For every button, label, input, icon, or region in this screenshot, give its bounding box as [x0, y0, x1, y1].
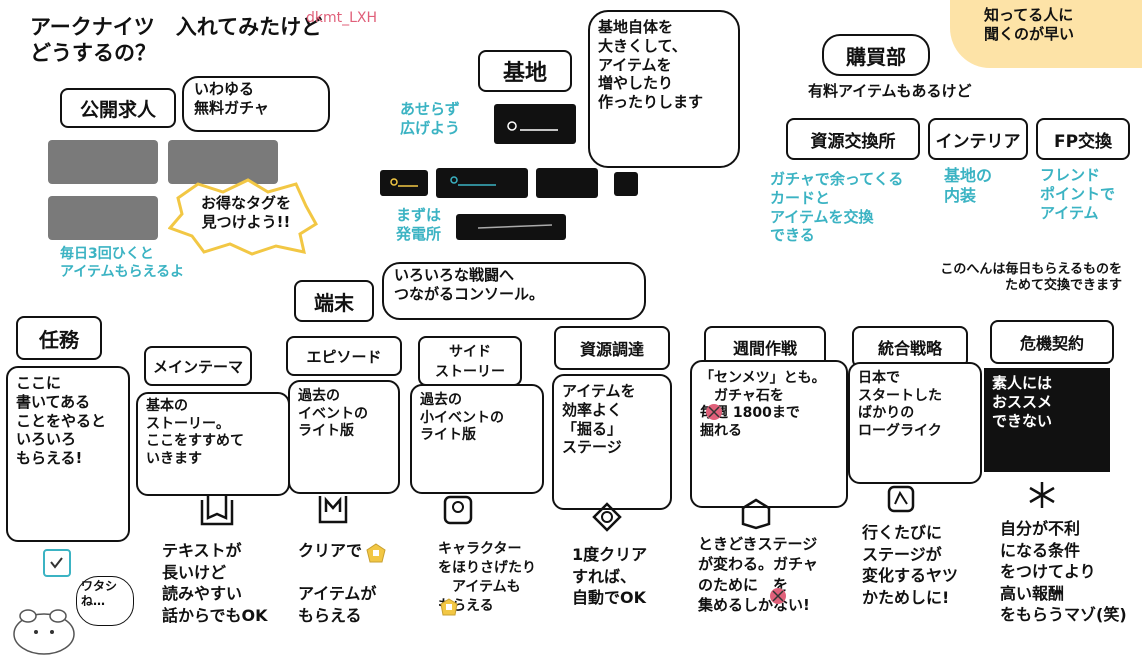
recruit-star-note: お得なタグを 見つけよう!! — [200, 194, 291, 231]
missions-panel[interactable]: ここに 書いてある ことをやると いろいろ もらえる! — [6, 366, 130, 542]
page-title: アークナイツ 入れてみたけど どうするの？ — [30, 15, 323, 66]
base-room-main[interactable] — [494, 104, 576, 144]
recruit-slot-3[interactable] — [48, 196, 158, 240]
orundum-red-icon — [706, 404, 722, 420]
mascot-speech: ワタシ ね… — [76, 576, 134, 626]
shop-exchange-desc: ガチャで余ってくる カードと アイテムを交換 できる — [770, 170, 904, 245]
mode-caption-resource: 1度クリア すれば、 自動でOK — [572, 545, 648, 608]
shop-tab-interior[interactable]: インテリア — [928, 118, 1028, 160]
episode-icon — [318, 496, 348, 524]
mode-caption-weekly: ときどきステージ が変わる。ガチャ のために を 集めるしかない! — [698, 535, 818, 614]
mode-desc-integrated[interactable]: 日本で スタートした ばかりの ローグライク — [848, 362, 982, 484]
contingency-icon — [1029, 482, 1055, 508]
shop-interior-desc: 基地の 内装 — [944, 166, 993, 205]
mode-caption-episode: クリアで アイテムが もらえる — [298, 541, 377, 625]
weekly-icon — [741, 498, 771, 530]
recruit-footer: 毎日3回ひくと アイテムもらえるよ — [60, 246, 185, 280]
shop-label[interactable]: 購買部 — [822, 34, 930, 76]
base-room-3[interactable] — [536, 168, 598, 198]
mode-label-resource[interactable]: 資源調達 — [554, 326, 670, 370]
mode-desc-resource[interactable]: アイテムを 効率よく 「掘る」 ステージ — [552, 374, 672, 510]
base-room-5[interactable] — [456, 214, 566, 240]
base-bubble: 基地自体を 大きくして、 アイテムを 増やしたり 作ったりします — [588, 10, 740, 168]
mode-caption-integrated: 行くたびに ステージが 変化するヤツ かためしに! — [862, 523, 959, 607]
starburst-icon — [168, 178, 318, 256]
base-room-4[interactable] — [614, 172, 638, 196]
base-label[interactable]: 基地 — [478, 50, 572, 92]
orundum-icon — [440, 598, 458, 616]
mode-desc-main[interactable]: 基本の ストーリー。 ここをすすめて いきます — [136, 392, 290, 496]
corner-note: 知ってる人に 聞くのが早い — [950, 0, 1142, 68]
checklist-icon — [43, 549, 71, 577]
terminal-bubble: いろいろな戦闘へ つながるコンソール。 — [382, 262, 646, 320]
mode-label-episode[interactable]: エピソード — [286, 336, 402, 376]
mode-desc-side[interactable]: 過去の 小イベントの ライト版 — [410, 384, 544, 494]
mode-label-contingency[interactable]: 危機契約 — [990, 320, 1114, 364]
mode-label-integrated[interactable]: 統合戦略 — [852, 326, 968, 368]
mode-desc-weekly[interactable]: 「センメツ」とも。 ガチャ石を 毎週 1800まで 掘れる — [690, 360, 848, 508]
terminal-label[interactable]: 端末 — [294, 280, 374, 322]
book-icon — [200, 496, 234, 526]
mode-desc-contingency[interactable]: 素人には おススメ できない — [984, 368, 1110, 472]
missions-label[interactable]: 任務 — [16, 316, 102, 360]
shop-footer: このへんは毎日もらえるものを ためて交換できます — [940, 262, 1122, 294]
author-handle: dkmt_LXH — [306, 10, 378, 26]
mode-desc-episode[interactable]: 過去の イベントの ライト版 — [288, 380, 400, 494]
orundum-red-icon — [770, 588, 786, 604]
base-room-2[interactable] — [436, 168, 528, 198]
mode-label-main[interactable]: メインテーマ — [144, 346, 252, 386]
shop-tab-exchange[interactable]: 資源交換所 — [786, 118, 920, 160]
integrated-icon — [887, 485, 915, 513]
resource-icon — [592, 502, 622, 532]
recruit-slot-2[interactable] — [168, 140, 278, 184]
mascot-icon — [13, 609, 75, 655]
recruit-slot-1[interactable] — [48, 140, 158, 184]
mode-caption-main: テキストが 長いけど 読みやすい 話からでもOK — [162, 541, 268, 625]
orundum-icon — [366, 543, 386, 563]
shop-fp-desc: フレンド ポイントで アイテム — [1040, 166, 1116, 222]
base-room-1[interactable] — [380, 170, 428, 196]
mode-caption-contingency: 自分が不利 になる条件 をつけてより 高い報酬 をもらうマゾ(笑) — [1000, 519, 1127, 625]
base-note-power: まずは 発電所 — [396, 206, 442, 243]
base-note-left: あせらず 広げよう — [400, 100, 461, 137]
shop-sub: 有料アイテムもあるけど — [808, 82, 972, 100]
mode-label-side[interactable]: サイド ストーリー — [418, 336, 522, 386]
shop-tab-fp[interactable]: FP交換 — [1036, 118, 1130, 160]
character-icon — [443, 495, 473, 525]
recruit-bubble: いわゆる 無料ガチャ — [182, 76, 330, 132]
recruit-label[interactable]: 公開求人 — [60, 88, 176, 128]
